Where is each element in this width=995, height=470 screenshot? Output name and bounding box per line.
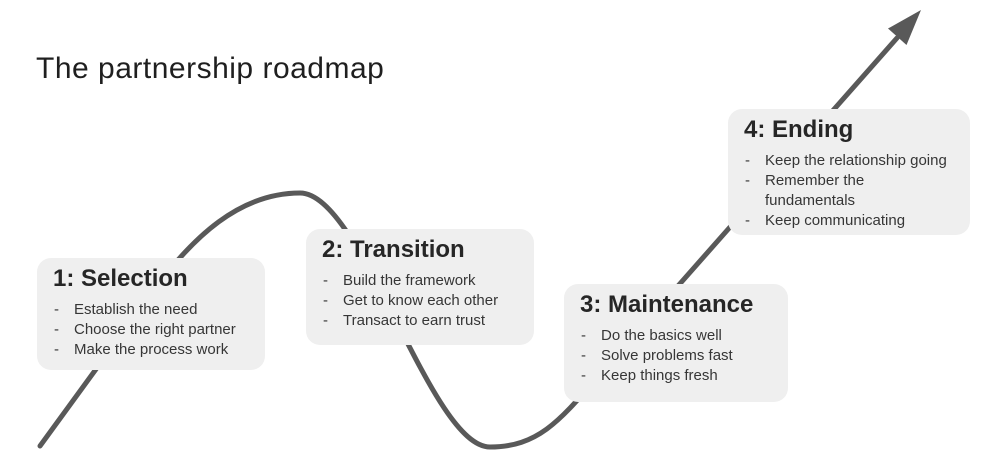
bullet-dash: - (581, 327, 586, 344)
bullet-text: Build the framework (343, 272, 476, 289)
page-title: The partnership roadmap (36, 52, 385, 85)
bullet-item: - Do the basics well (579, 326, 778, 346)
bullet-item: - Make the process work (52, 340, 255, 360)
bullet-text: Keep communicating (765, 212, 906, 229)
bullet-text: Get to know each other (343, 292, 499, 309)
bullet-text: Remember the fundamentals (765, 172, 865, 209)
bullet-item: - Build the framework (321, 271, 524, 291)
bullet-dash: - (581, 367, 586, 384)
bullet-text: Transact to earn trust (343, 312, 486, 329)
bullet-dash: - (745, 152, 750, 169)
stage-box-ending: 4: Ending - Keep the relationship going … (728, 109, 970, 235)
bullet-text: Establish the need (74, 301, 198, 318)
bullet-text: Do the basics well (601, 327, 722, 344)
arrowhead-icon (888, 10, 921, 45)
bullet-item: - Remember the fundamentals (743, 171, 960, 211)
stage-box-transition: 2: Transition - Build the framework - Ge… (306, 229, 534, 345)
bullet-item: - Keep communicating (743, 211, 960, 231)
bullet-item: - Solve problems fast (579, 346, 778, 366)
bullet-dash: - (581, 347, 586, 364)
bullet-item: - Keep things fresh (579, 366, 778, 386)
bullet-text: Make the process work (74, 341, 229, 358)
bullet-dash: - (745, 172, 750, 189)
bullet-item: - Choose the right partner (52, 320, 255, 340)
stage-title: 4: Ending (744, 116, 854, 143)
bullet-text: Keep things fresh (601, 367, 718, 384)
bullet-text: Keep the relationship going (765, 152, 947, 169)
bullet-item: - Transact to earn trust (321, 311, 524, 331)
stage-box-maintenance: 3: Maintenance - Do the basics well - So… (564, 284, 788, 402)
bullet-item: - Establish the need (52, 300, 255, 320)
bullet-dash: - (323, 312, 328, 329)
bullet-dash: - (745, 212, 750, 229)
bullet-dash: - (323, 272, 328, 289)
bullet-dash: - (54, 301, 59, 318)
stage-title: 2: Transition (322, 236, 465, 263)
bullet-text: Solve problems fast (601, 347, 733, 364)
bullet-text: Choose the right partner (74, 321, 236, 338)
stage-title: 1: Selection (53, 265, 188, 292)
bullet-dash: - (323, 292, 328, 309)
bullet-dash: - (54, 321, 59, 338)
stage-title: 3: Maintenance (580, 291, 754, 318)
bullet-item: - Get to know each other (321, 291, 524, 311)
stage-box-selection: 1: Selection - Establish the need - Choo… (37, 258, 265, 370)
bullet-dash: - (54, 341, 59, 358)
bullet-item: - Keep the relationship going (743, 151, 960, 171)
